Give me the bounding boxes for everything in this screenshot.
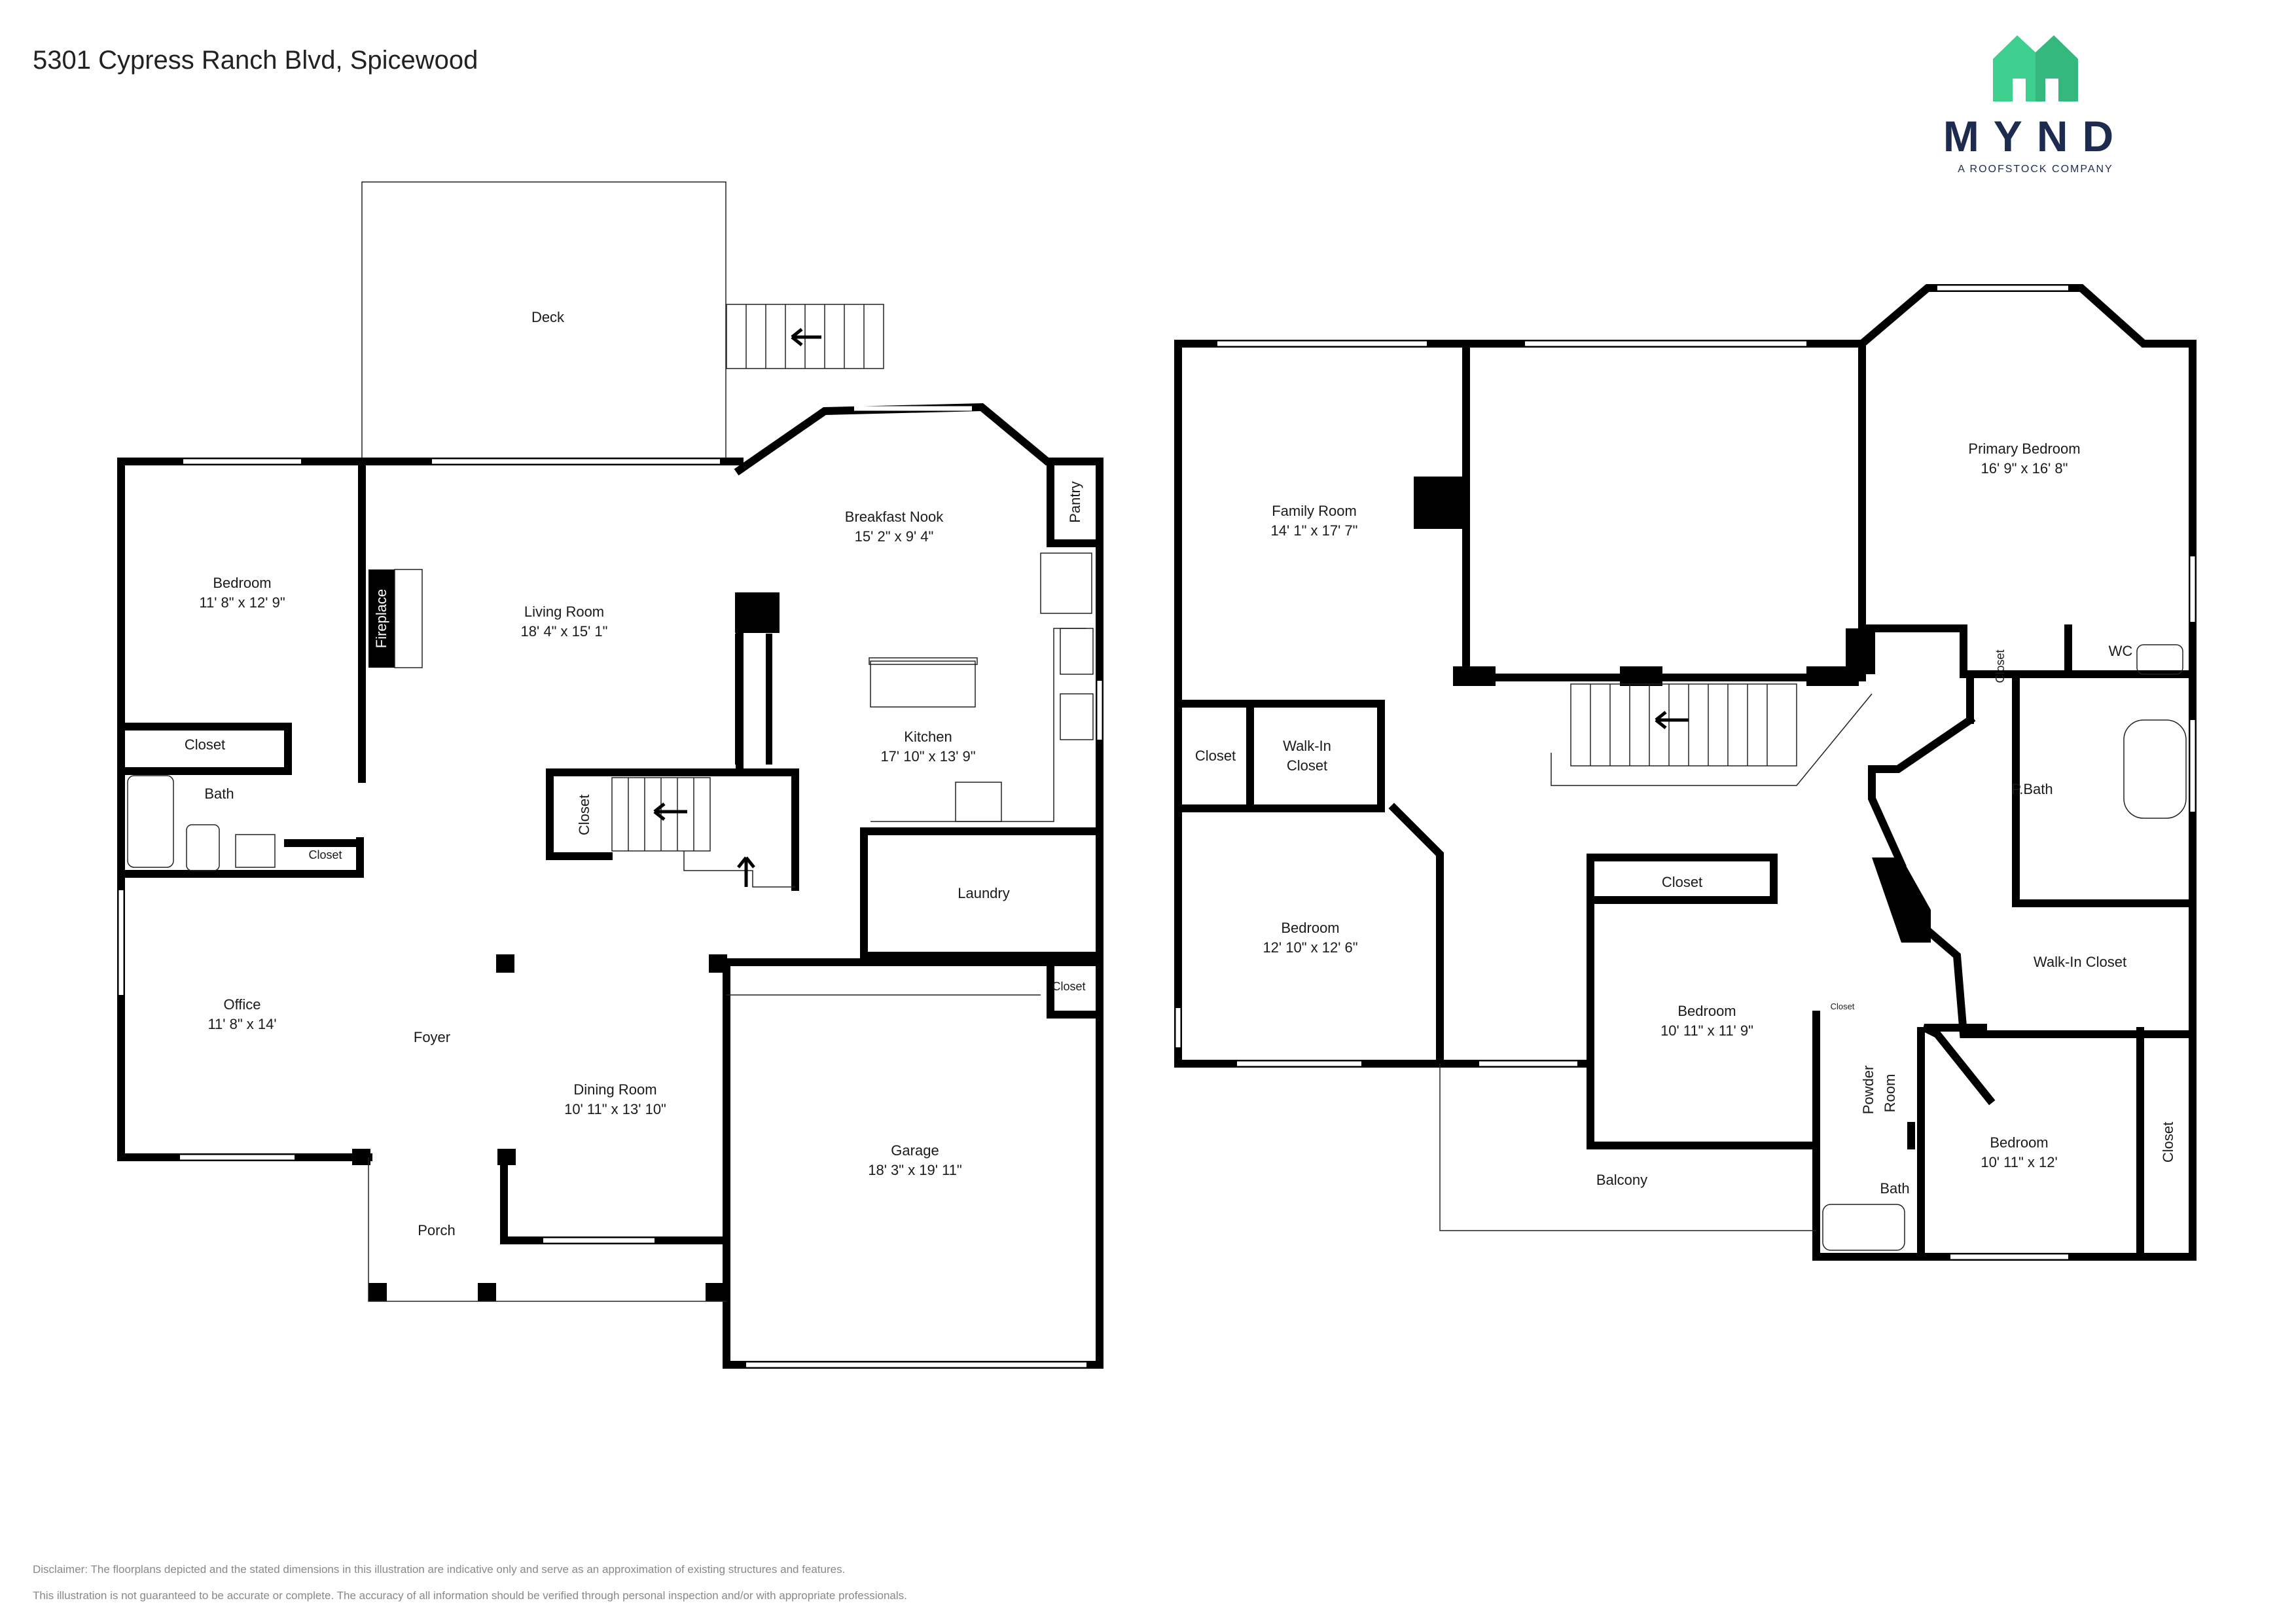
bedroom-closet-label: Closet [185, 736, 225, 753]
bathtub [2123, 719, 2187, 819]
primary-closet-label: Closet [1994, 649, 2007, 683]
bedroom-3-dims: 10' 11" x 11' 9" [1660, 1022, 1753, 1039]
bedroom-4-closet-label: Closet [2160, 1122, 2176, 1163]
deck-label: Deck [531, 309, 565, 325]
family-closet-label: Closet [1195, 748, 1236, 764]
arrow-left-icon [653, 803, 687, 821]
fireplace-block [368, 569, 395, 668]
foyer-label: Foyer [414, 1029, 450, 1045]
office-dims: 11' 8" x 14' [207, 1016, 276, 1032]
fireplace-label: Fireplace [373, 589, 389, 648]
brand-tagline: A ROOFSTOCK COMPANY [1958, 164, 2113, 175]
living-room-dims: 18' 4" x 15' 1" [521, 623, 608, 640]
bathtub [1822, 1204, 1905, 1251]
p-bath-label: P.Bath [2011, 781, 2053, 797]
disclaimer-line-1: Disclaimer: The floorplans depicted and … [33, 1563, 846, 1576]
dining-room-label: Dining Room [573, 1081, 656, 1098]
fridge [1040, 552, 1092, 614]
walk-in-closet-label: Walk-In [1283, 738, 1331, 754]
arrow-left-icon [1655, 711, 1689, 729]
toilet [2136, 644, 2183, 675]
bathtub [127, 775, 174, 868]
bedroom-4-label: Bedroom [1990, 1134, 2048, 1151]
property-address: 5301 Cypress Ranch Blvd, Spicewood [33, 46, 478, 75]
arrow-left-icon [791, 328, 821, 346]
wc-label: WC [2109, 643, 2133, 659]
living-room-label: Living Room [524, 604, 604, 620]
bedroom-label: Bedroom [213, 575, 271, 591]
primary-bedroom-dims: 16' 9" x 16' 8" [1981, 460, 2068, 477]
dining-room-dims: 10' 11" x 13' 10" [564, 1101, 666, 1117]
breakfast-nook-label: Breakfast Nook [845, 509, 944, 525]
bedroom-2-label: Bedroom [1281, 920, 1339, 936]
family-room-dims: 14' 1" x 17' 7" [1271, 522, 1358, 539]
first-floor [117, 181, 1103, 1369]
bath-label: Bath [204, 785, 234, 802]
bedroom-dims: 11' 8" x 12' 9" [199, 594, 285, 611]
disclaimer-line-2: This illustration is not guaranteed to b… [33, 1589, 907, 1602]
bath-2-label: Bath [1880, 1180, 1909, 1197]
kitchen-dims: 17' 10" x 13' 9" [880, 748, 975, 765]
garage-dims: 18' 3" x 19' 11" [868, 1162, 961, 1178]
porch-label: Porch [418, 1222, 455, 1238]
powder-room-label: Powder [1860, 1066, 1876, 1115]
breakfast-nook-dims: 15' 2" x 9' 4" [855, 528, 934, 545]
garage-label: Garage [891, 1142, 939, 1159]
bedroom-3-closet-label: Closet [1662, 874, 1702, 890]
family-room-label: Family Room [1272, 503, 1357, 519]
toilet [186, 824, 220, 871]
walk-in-closet-label-2: Closet [1287, 757, 1327, 774]
bedroom-2-dims: 12' 10" x 12' 6" [1263, 939, 1357, 956]
interior-stairs [611, 777, 795, 888]
walk-in-closet-2-label: Walk-In Closet [2034, 954, 2126, 970]
brand-logo: MYND A ROOFSTOCK COMPANY [1937, 26, 2173, 177]
kitchen-label: Kitchen [904, 729, 952, 745]
powder-room-label-2: Room [1882, 1074, 1898, 1113]
bedroom-3-label: Bedroom [1677, 1003, 1736, 1019]
brand-name: MYND [1943, 112, 2128, 160]
kitchen-island [870, 660, 976, 708]
sink [235, 834, 276, 868]
stair-closet-label: Closet [576, 795, 592, 835]
balcony-label: Balcony [1596, 1172, 1647, 1188]
garage-closet-label: Closet [1052, 980, 1085, 993]
second-floor [1174, 284, 2197, 1261]
deck-stairs [726, 304, 884, 369]
bedroom-4-dims: 10' 11" x 12' [1981, 1154, 2057, 1170]
primary-bedroom-label: Primary Bedroom [1968, 441, 2080, 457]
office-label: Office [223, 996, 260, 1013]
stove [955, 782, 1002, 822]
pantry-label: Pantry [1067, 481, 1083, 523]
arrow-up-icon [737, 856, 755, 887]
laundry-label: Laundry [958, 885, 1010, 901]
bath-closet-label: Closet [308, 848, 342, 861]
house-icon [1993, 35, 2078, 101]
small-closet-label: Closet [1831, 1001, 1855, 1011]
upper-stairs [1551, 683, 1873, 786]
